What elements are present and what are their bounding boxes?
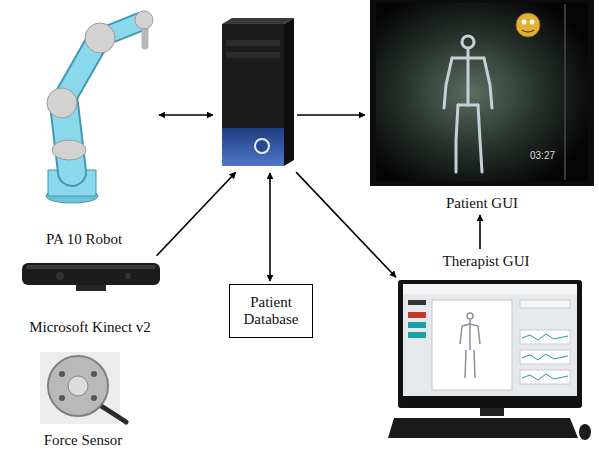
timer-readout: 03:27 xyxy=(530,150,555,161)
connector-arrow xyxy=(269,173,271,281)
connector-arrow xyxy=(297,114,365,116)
patient-monitor-drawing xyxy=(370,0,594,186)
connector-arrow xyxy=(159,114,213,116)
therapist-workstation: Therapist GUI xyxy=(386,252,586,448)
node-caption: Patient GUI xyxy=(444,194,520,212)
robot-arm: PA 10 Robot xyxy=(12,8,156,248)
patient-monitor: Patient GUI xyxy=(368,0,596,212)
computer-drawing xyxy=(222,18,294,166)
node-caption: Force Sensor xyxy=(42,431,125,449)
force-sensor-drawing xyxy=(40,352,126,424)
node-caption: Therapist GUI xyxy=(440,252,531,270)
node-caption: Microsoft Kinect v2 xyxy=(27,318,153,336)
node-caption: Patient Database xyxy=(234,294,308,329)
database-box: Patient Database xyxy=(229,284,313,338)
connector-arrow xyxy=(479,215,481,249)
robot-arm-drawing xyxy=(46,11,153,203)
node-caption: PA 10 Robot xyxy=(44,230,124,248)
connector-arrow xyxy=(157,172,236,256)
kinect-sensor: Microsoft Kinect v2 xyxy=(15,258,165,336)
force-sensor: Force Sensor xyxy=(18,350,148,449)
kinect-drawing xyxy=(22,263,160,291)
connector-arrow xyxy=(296,172,396,277)
computer-tower xyxy=(216,18,294,170)
therapist-workstation-drawing xyxy=(388,280,591,440)
